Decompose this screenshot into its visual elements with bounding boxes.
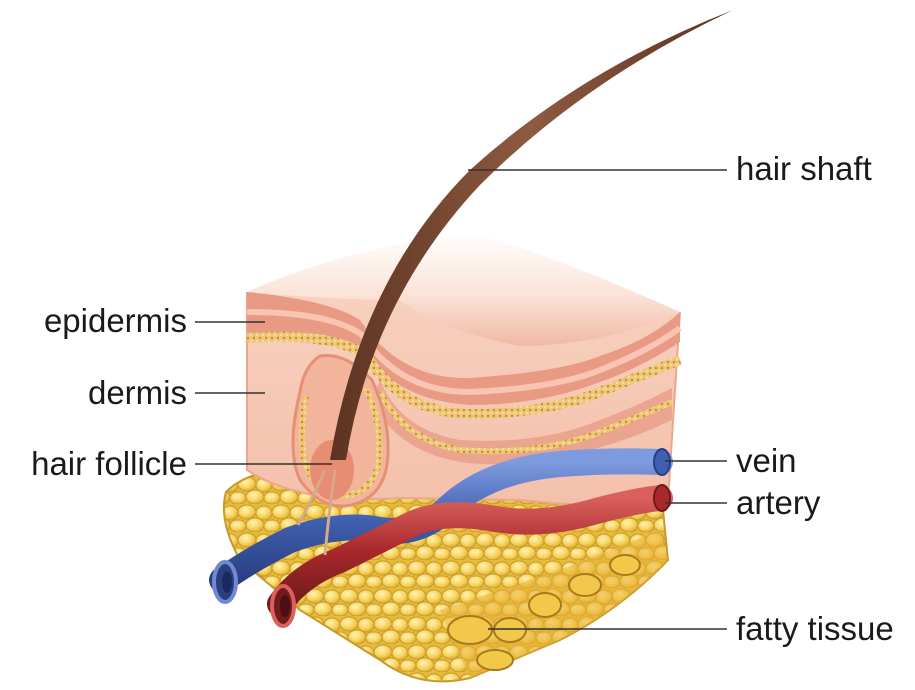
label-fatty-tissue: fatty tissue <box>736 612 894 645</box>
label-artery: artery <box>736 486 820 519</box>
label-epidermis: epidermis <box>44 304 187 337</box>
label-dermis: dermis <box>88 376 187 409</box>
label-hair-shaft: hair shaft <box>736 152 872 185</box>
label-hair-follicle: hair follicle <box>31 447 187 480</box>
label-vein: vein <box>736 444 797 477</box>
